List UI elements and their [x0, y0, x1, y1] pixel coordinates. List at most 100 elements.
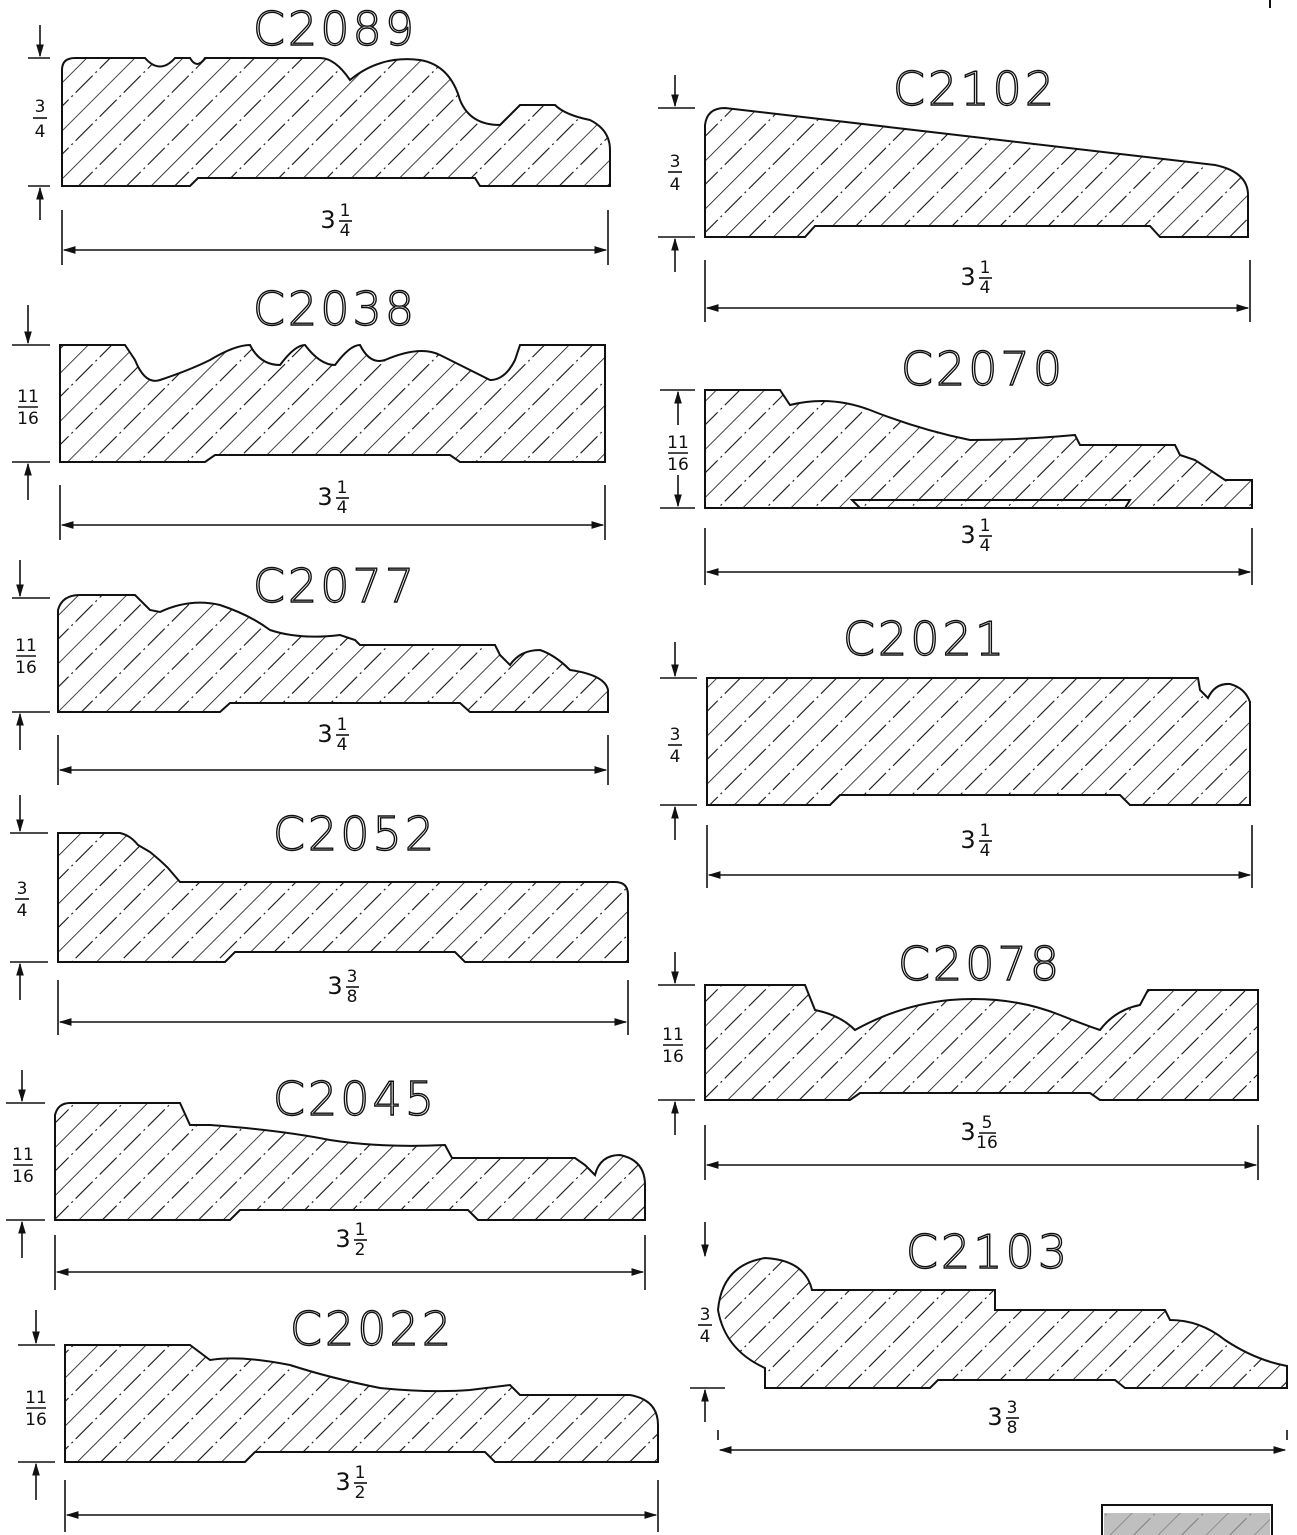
height-numerator: 11 [12, 1145, 34, 1165]
height-denominator: 16 [12, 1167, 34, 1187]
profile-title: C2052 [273, 807, 437, 861]
width-denominator: 16 [976, 1133, 998, 1153]
profile-c2102: C2102 3 4 3 1 4 [658, 61, 1251, 322]
height-dimension: 11 16 [12, 560, 50, 750]
scale-swatch [1101, 1504, 1273, 1535]
profile-title: C2103 [906, 1225, 1070, 1279]
height-denominator: 16 [662, 1047, 684, 1067]
height-denominator: 16 [15, 658, 37, 678]
profile-shape [54, 1102, 646, 1221]
width-dimension: 3 3 8 [717, 1398, 1288, 1454]
profile-title: C2089 [253, 2, 417, 56]
width-denominator: 4 [337, 498, 348, 518]
width-dimension: 3 1 4 [704, 516, 1253, 585]
width-numerator: 3 [347, 967, 358, 987]
height-denominator: 16 [17, 409, 39, 429]
width-denominator: 8 [1007, 1418, 1018, 1438]
height-numerator: 11 [667, 433, 689, 453]
width-whole: 3 [960, 1118, 975, 1146]
width-denominator: 2 [355, 1483, 366, 1503]
profile-c2070: C2070 11 16 3 1 4 [660, 341, 1253, 585]
height-dimension: 3 4 [658, 75, 695, 272]
width-denominator: 4 [340, 221, 351, 241]
width-numerator: 1 [337, 478, 348, 498]
height-dimension: 3 4 [28, 25, 50, 220]
profile-c2077: C2077 11 16 3 1 4 [12, 558, 609, 785]
width-whole: 3 [960, 521, 975, 549]
width-dimension: 3 5 16 [704, 1113, 1259, 1180]
profile-c2103: C2103 3 4 3 3 8 [690, 1222, 1288, 1454]
profile-title: C2078 [898, 937, 1062, 991]
height-dimension: 3 4 [690, 1222, 725, 1422]
width-whole: 3 [327, 972, 342, 1000]
width-whole: 3 [960, 826, 975, 854]
width-whole: 3 [987, 1403, 1002, 1431]
profile-title: C2022 [290, 1302, 454, 1356]
height-dimension: 3 4 [10, 795, 48, 1000]
width-dimension: 3 1 4 [706, 821, 1253, 888]
profile-shape [704, 389, 1253, 509]
profile-c2045: C2045 11 16 3 1 2 [6, 1070, 646, 1290]
width-numerator: 1 [980, 516, 991, 536]
height-dimension: 11 16 [6, 1070, 45, 1258]
profile-title: C2021 [843, 612, 1007, 666]
width-whole: 3 [335, 1468, 350, 1496]
profile-title: C2038 [253, 282, 417, 336]
width-dimension: 3 1 2 [54, 1220, 646, 1290]
height-dimension: 3 4 [660, 642, 697, 840]
height-numerator: 11 [17, 387, 39, 407]
height-denominator: 4 [17, 901, 28, 921]
profile-c2078: C2078 11 16 3 5 16 [658, 936, 1259, 1180]
profile-shape [61, 57, 611, 187]
height-denominator: 16 [25, 1410, 47, 1430]
profile-title: C2045 [273, 1072, 437, 1126]
width-dimension: 3 3 8 [57, 967, 629, 1035]
height-denominator: 4 [35, 122, 46, 142]
height-numerator: 11 [662, 1025, 684, 1045]
height-numerator: 3 [35, 97, 46, 117]
profile-c2052: C2052 3 4 3 3 8 [10, 795, 629, 1035]
width-dimension: 3 1 4 [59, 478, 606, 540]
profile-shape [57, 832, 629, 963]
width-numerator: 1 [355, 1220, 366, 1240]
width-dimension: 3 1 2 [64, 1463, 659, 1532]
profile-shape [64, 1344, 659, 1463]
width-numerator: 1 [980, 821, 991, 841]
height-denominator: 4 [700, 1327, 711, 1347]
width-numerator: 1 [355, 1463, 366, 1483]
height-denominator: 16 [667, 455, 689, 475]
profile-shape [59, 343, 606, 463]
height-numerator: 3 [670, 152, 681, 172]
width-whole: 3 [960, 263, 975, 291]
width-denominator: 2 [355, 1240, 366, 1260]
width-denominator: 4 [980, 841, 991, 861]
width-dimension: 3 1 4 [57, 715, 609, 785]
profile-c2022: C2022 11 16 3 1 2 [18, 1301, 659, 1532]
profile-title: C2070 [901, 342, 1065, 396]
width-numerator: 1 [980, 258, 991, 278]
height-dimension: 11 16 [658, 952, 695, 1135]
width-numerator: 1 [340, 201, 351, 221]
profile-shape [704, 106, 1249, 238]
profile-c2021: C2021 3 4 3 1 4 [660, 611, 1253, 888]
width-dimension: 3 1 4 [704, 258, 1251, 322]
profile-c2089: C2089 3 4 3 1 4 [28, 1, 611, 265]
width-denominator: 4 [980, 536, 991, 556]
height-denominator: 4 [670, 747, 681, 767]
width-numerator: 5 [982, 1113, 993, 1133]
profile-title: C2102 [893, 62, 1057, 116]
width-whole: 3 [317, 483, 332, 511]
width-whole: 3 [320, 206, 335, 234]
height-dimension: 11 16 [18, 1310, 55, 1500]
height-dimension: 11 16 [660, 389, 695, 509]
profile-shape [716, 1256, 1288, 1389]
width-numerator: 3 [1007, 1398, 1018, 1418]
height-dimension: 11 16 [12, 305, 50, 500]
width-whole: 3 [335, 1225, 350, 1253]
width-whole: 3 [317, 720, 332, 748]
width-dimension: 3 1 4 [61, 201, 609, 265]
profile-c2038: C2038 11 16 3 1 4 [12, 281, 606, 540]
height-numerator: 3 [17, 879, 28, 899]
height-numerator: 11 [15, 636, 37, 656]
